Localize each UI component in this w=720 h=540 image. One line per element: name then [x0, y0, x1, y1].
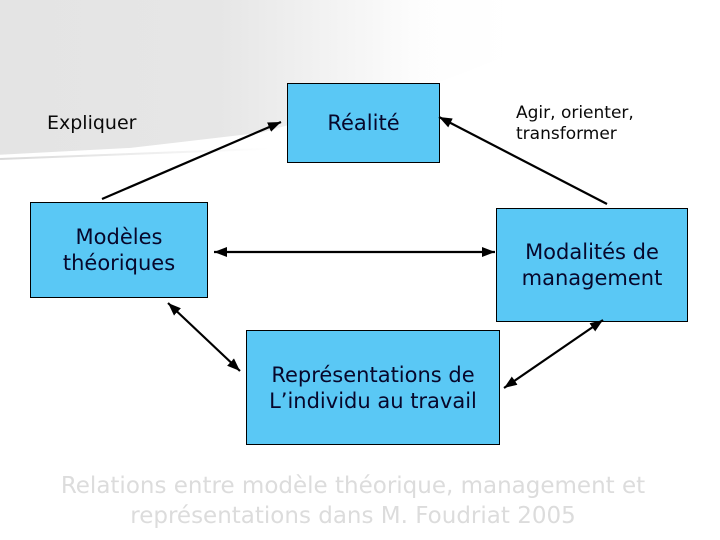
node-modalites-de-management: Modalités de management: [496, 208, 688, 322]
arrow-modeles-representations-bidirectional: [167, 302, 241, 372]
node-representations-line2: L’individu au travail: [269, 388, 477, 413]
arrow-representations-modalites-bidirectional: [503, 319, 604, 389]
label-agir-orienter-transformer: Agir, orienter, transformer: [516, 103, 634, 145]
node-representations-line1: Représentations de: [271, 362, 475, 387]
slide-caption-line1: Relations entre modèle théorique, manage…: [60, 473, 646, 499]
slide-caption-line2: représentations dans M. Foudriat 2005: [130, 503, 576, 529]
node-representations-individu: Représentations de L’individu au travail: [246, 330, 500, 445]
label-agir-line1: Agir, orienter,: [516, 103, 634, 123]
node-modalites-line2: management: [521, 266, 663, 290]
label-expliquer: Expliquer: [47, 112, 137, 134]
node-modeles-line1: Modèles: [75, 225, 163, 249]
node-modeles-line2: théoriques: [62, 251, 176, 275]
node-modalites-line1: Modalités de: [525, 240, 659, 264]
node-realite-label: Réalité: [327, 111, 400, 135]
node-modeles-theoriques: Modèles théoriques: [30, 202, 208, 298]
slide-caption: Relations entre modèle théorique, manage…: [0, 471, 706, 531]
node-realite: Réalité: [287, 83, 440, 163]
label-agir-line2: transformer: [516, 124, 617, 144]
background-gray-sweep: [0, 0, 545, 155]
